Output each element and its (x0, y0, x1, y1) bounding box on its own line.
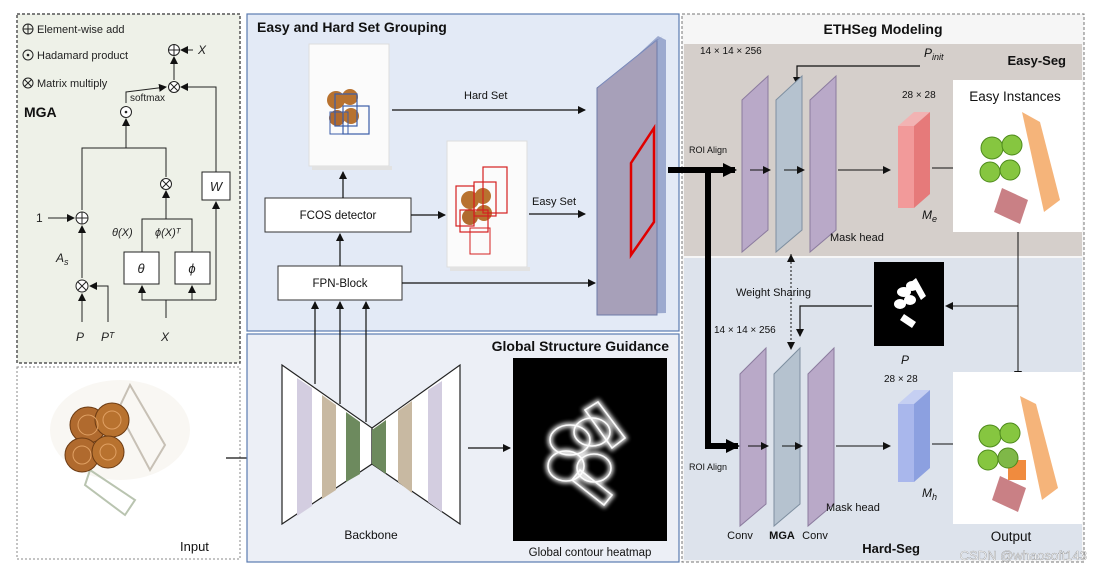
mask-head-top: Mask head (830, 232, 884, 244)
feature-plane (596, 36, 666, 316)
roi-align-bottom: ROI Align (689, 462, 727, 472)
pt-label: Pᵀ (101, 330, 115, 344)
mga-module-label: MGA (769, 530, 795, 542)
element-wise-add-icon (22, 23, 34, 35)
mh-label: Mh (922, 486, 937, 502)
p-mask-label: P (901, 353, 909, 367)
mga-title: MGA (24, 104, 57, 120)
input-image (50, 380, 190, 517)
p-mask-image (874, 262, 944, 346)
modeling-title: ETHSeg Modeling (824, 21, 943, 37)
watermark: CSDN @whaosoft143 (960, 548, 1087, 563)
mga-panel: Element-wise add Hadamard product Matrix… (16, 13, 241, 364)
fcos-detector-label: FCOS detector (300, 210, 377, 222)
mga-legend: Element-wise add Hadamard product Matrix… (22, 23, 128, 90)
guidance-title: Global Structure Guidance (492, 338, 670, 354)
easy-set-image (446, 140, 530, 271)
phi-symbol: ϕ (188, 261, 195, 276)
x-bottom-label: X (160, 330, 170, 344)
easy-instances-image (953, 80, 1082, 232)
output-image (953, 372, 1082, 524)
softmax-label: softmax (130, 93, 165, 104)
easy-conv-stack (741, 74, 891, 254)
heatmap-caption: Global contour heatmap (529, 547, 652, 559)
mask-head-bottom: Mask head (826, 502, 880, 514)
theta-symbol: θ (137, 261, 144, 276)
global-contour-heatmap (513, 358, 667, 541)
output-label: Output (991, 529, 1032, 544)
softmax-multiply-icon (168, 81, 180, 93)
dims-top-label: 14 × 14 × 256 (700, 46, 762, 57)
top-add-icon (168, 44, 180, 56)
w-label: W (210, 179, 224, 194)
hard-seg-label: Hard-Seg (862, 541, 920, 556)
one-label: 1 (36, 211, 43, 225)
hard-set-image (308, 43, 392, 170)
matrix-multiply-icon (22, 77, 34, 89)
guidance-panel: Global Structure Guidance Backbone (246, 301, 680, 563)
bottom-multiply-icon (75, 279, 89, 293)
left-add-icon (75, 211, 89, 225)
easy-mask-me (898, 112, 930, 208)
backbone-label: Backbone (344, 528, 398, 542)
mid-multiply-icon (160, 178, 172, 190)
modeling-panel: ETHSeg Modeling Easy-Seg Hard-Seg Pinit … (668, 13, 1085, 563)
grouping-title: Easy and Hard Set Grouping (257, 19, 447, 35)
phi-x-label: ϕ(X)ᵀ (155, 227, 182, 239)
easy-instances-label: Easy Instances (969, 89, 1061, 104)
theta-box (123, 251, 160, 285)
input-panel: Input (16, 366, 241, 560)
fpn-block-box (277, 265, 403, 301)
theta-x-label: θ(X) (112, 227, 133, 239)
input-label: Input (180, 539, 209, 554)
as-label: As (55, 251, 69, 267)
easy-set-label: Easy Set (532, 196, 576, 208)
fpn-block-label: FPN-Block (313, 278, 368, 290)
legend-hadamard-product: Hadamard product (37, 50, 128, 62)
dims-bottom-label: 14 × 14 × 256 (714, 325, 776, 336)
phi-box (174, 251, 211, 285)
hard-conv-stack (739, 346, 891, 528)
p-init-label: Pinit (924, 46, 944, 62)
mask-dim-top: 28 × 28 (902, 90, 936, 101)
roi-align-top: ROI Align (689, 145, 727, 155)
legend-matrix-multiply: Matrix multiply (37, 78, 108, 90)
grouping-panel: Easy and Hard Set Grouping Hard Set Ea (246, 13, 680, 332)
hadamard-product-icon (22, 49, 34, 61)
w-box (201, 171, 231, 201)
hadamard-icon (120, 106, 132, 118)
mask-dim-bottom: 28 × 28 (884, 374, 918, 385)
mga-x-top: X (197, 43, 207, 57)
weight-sharing-label: Weight Sharing (736, 287, 811, 299)
conv-label-2: Conv (802, 530, 828, 542)
legend-element-wise-add: Element-wise add (37, 24, 124, 36)
hard-set-label: Hard Set (464, 90, 507, 102)
conv-label-1: Conv (727, 530, 753, 542)
easy-seg-label: Easy-Seg (1007, 53, 1066, 68)
me-label: Me (922, 208, 937, 224)
backbone (281, 363, 461, 526)
p-label: P (76, 330, 84, 344)
hard-mask-mh (898, 390, 930, 482)
